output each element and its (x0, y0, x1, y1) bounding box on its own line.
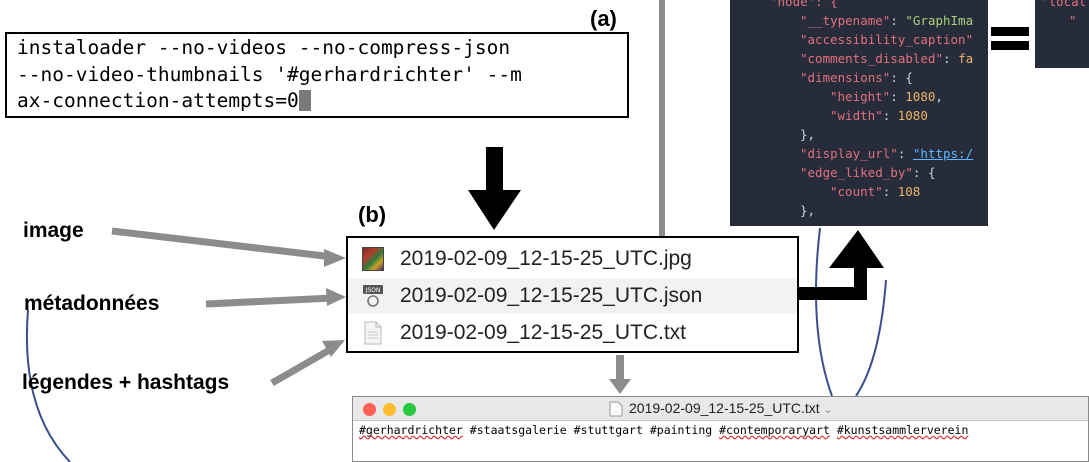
code-line-1: "node": { (770, 0, 838, 9)
text-editor-titlebar: 2019-02-09_12-15-25_UTC.txt ⌄ (353, 397, 1088, 421)
code2-line-2: " (1069, 13, 1077, 28)
image-thumbnail-icon (362, 247, 384, 271)
code-line-4: "comments_disabled": fa (800, 51, 974, 66)
hashtag: #staatsgalerie (469, 423, 567, 437)
terminal-line-1: instaloader --no-videos --no-compress-js… (17, 36, 511, 59)
arrow-metadata-head (326, 288, 346, 306)
file-name-jpg: 2019-02-09_12-15-25_UTC.jpg (400, 247, 692, 270)
hashtag: #kunstsammlerverein (836, 423, 969, 437)
hashtag: #stuttgart (573, 423, 643, 437)
arrow-txt-shaft (616, 355, 624, 381)
minimize-window-button[interactable] (383, 403, 396, 416)
hashtag: #painting (649, 423, 713, 437)
label-metadata: métadonnées (24, 292, 160, 315)
blue-curve-left (815, 227, 833, 397)
label-captions-hashtags: légendes + hashtags (22, 371, 230, 394)
arrow-image-head (324, 249, 346, 267)
json-code-editor: "node": { "__typename": "GraphIma "acces… (730, 0, 988, 226)
arrow-captions-line (270, 344, 335, 387)
hashtag: #gerhardrichter (359, 423, 463, 437)
panel-label-a: (a) (590, 6, 617, 31)
code-line-7: "width": 1080 (830, 108, 928, 123)
terminal-window: instaloader --no-videos --no-compress-js… (5, 32, 629, 118)
blue-curve-right (855, 279, 887, 397)
file-name-txt: 2019-02-09_12-15-25_UTC.txt (400, 321, 687, 344)
down-arrow-shaft (486, 147, 503, 190)
vertical-divider (659, 0, 665, 241)
blue-arc (25, 309, 71, 462)
panel-label-b: (b) (358, 202, 387, 227)
elbow-arrow-vertical (854, 266, 867, 300)
equals-sign-bottom (991, 41, 1029, 50)
code-line-8: }, (800, 127, 816, 142)
svg-text:JSON: JSON (365, 287, 381, 294)
code-line-12: }, (800, 203, 816, 218)
code-line-11: "count": 108 (830, 184, 921, 199)
label-image: image (23, 219, 84, 242)
chevron-down-icon[interactable]: ⌄ (823, 404, 833, 416)
json-code-editor-2: "locat " (1035, 0, 1089, 68)
code2-line-1: "locat (1041, 0, 1087, 9)
json-file-icon: JSON (363, 285, 383, 307)
file-row-json[interactable]: JSON 2019-02-09_12-15-25_UTC.json (348, 278, 797, 314)
maximize-window-button[interactable] (403, 403, 416, 416)
code-line-3: "accessibility_caption" (800, 32, 974, 47)
terminal-line-3-text: ax-connection-attempts=0 (17, 89, 299, 112)
down-arrow-head (468, 190, 521, 230)
hashtag: #contemporaryart (719, 423, 830, 437)
code-line-2: "__typename": "GraphIma (800, 13, 974, 28)
text-file-icon (364, 321, 382, 345)
arrow-txt-head (609, 379, 631, 394)
text-editor-window: 2019-02-09_12-15-25_UTC.txt ⌄ #gerhardri… (352, 396, 1089, 462)
text-editor-title: 2019-02-09_12-15-25_UTC.txt ⌄ (629, 400, 833, 416)
file-row-txt[interactable]: 2019-02-09_12-15-25_UTC.txt (348, 315, 797, 351)
terminal-cursor (298, 90, 311, 111)
elbow-arrow-head (829, 230, 884, 268)
file-row-jpg[interactable]: 2019-02-09_12-15-25_UTC.jpg (348, 241, 797, 277)
code-line-10: "edge_liked_by": { (800, 165, 936, 180)
code-line-5: "dimensions": { (800, 70, 913, 85)
document-icon (609, 401, 623, 417)
hashtag-content[interactable]: #gerhardrichter #staatsgalerie #stuttgar… (359, 423, 968, 437)
code-line-6: "height": 1080, (830, 89, 943, 104)
arrow-image-line (111, 227, 334, 261)
equals-sign-top (991, 27, 1029, 36)
terminal-line-2: --no-video-thumbnails '#gerhardrichter' … (17, 63, 522, 86)
file-list: 2019-02-09_12-15-25_UTC.jpg JSON 2019-02… (346, 236, 799, 353)
terminal-line-3: ax-connection-attempts=0 (17, 89, 311, 112)
arrow-metadata-line (205, 294, 334, 308)
close-window-button[interactable] (363, 403, 376, 416)
code-line-9: "display_url": "https:/ (800, 146, 974, 161)
arrow-captions-head (322, 340, 345, 357)
file-name-json: 2019-02-09_12-15-25_UTC.json (400, 284, 703, 307)
